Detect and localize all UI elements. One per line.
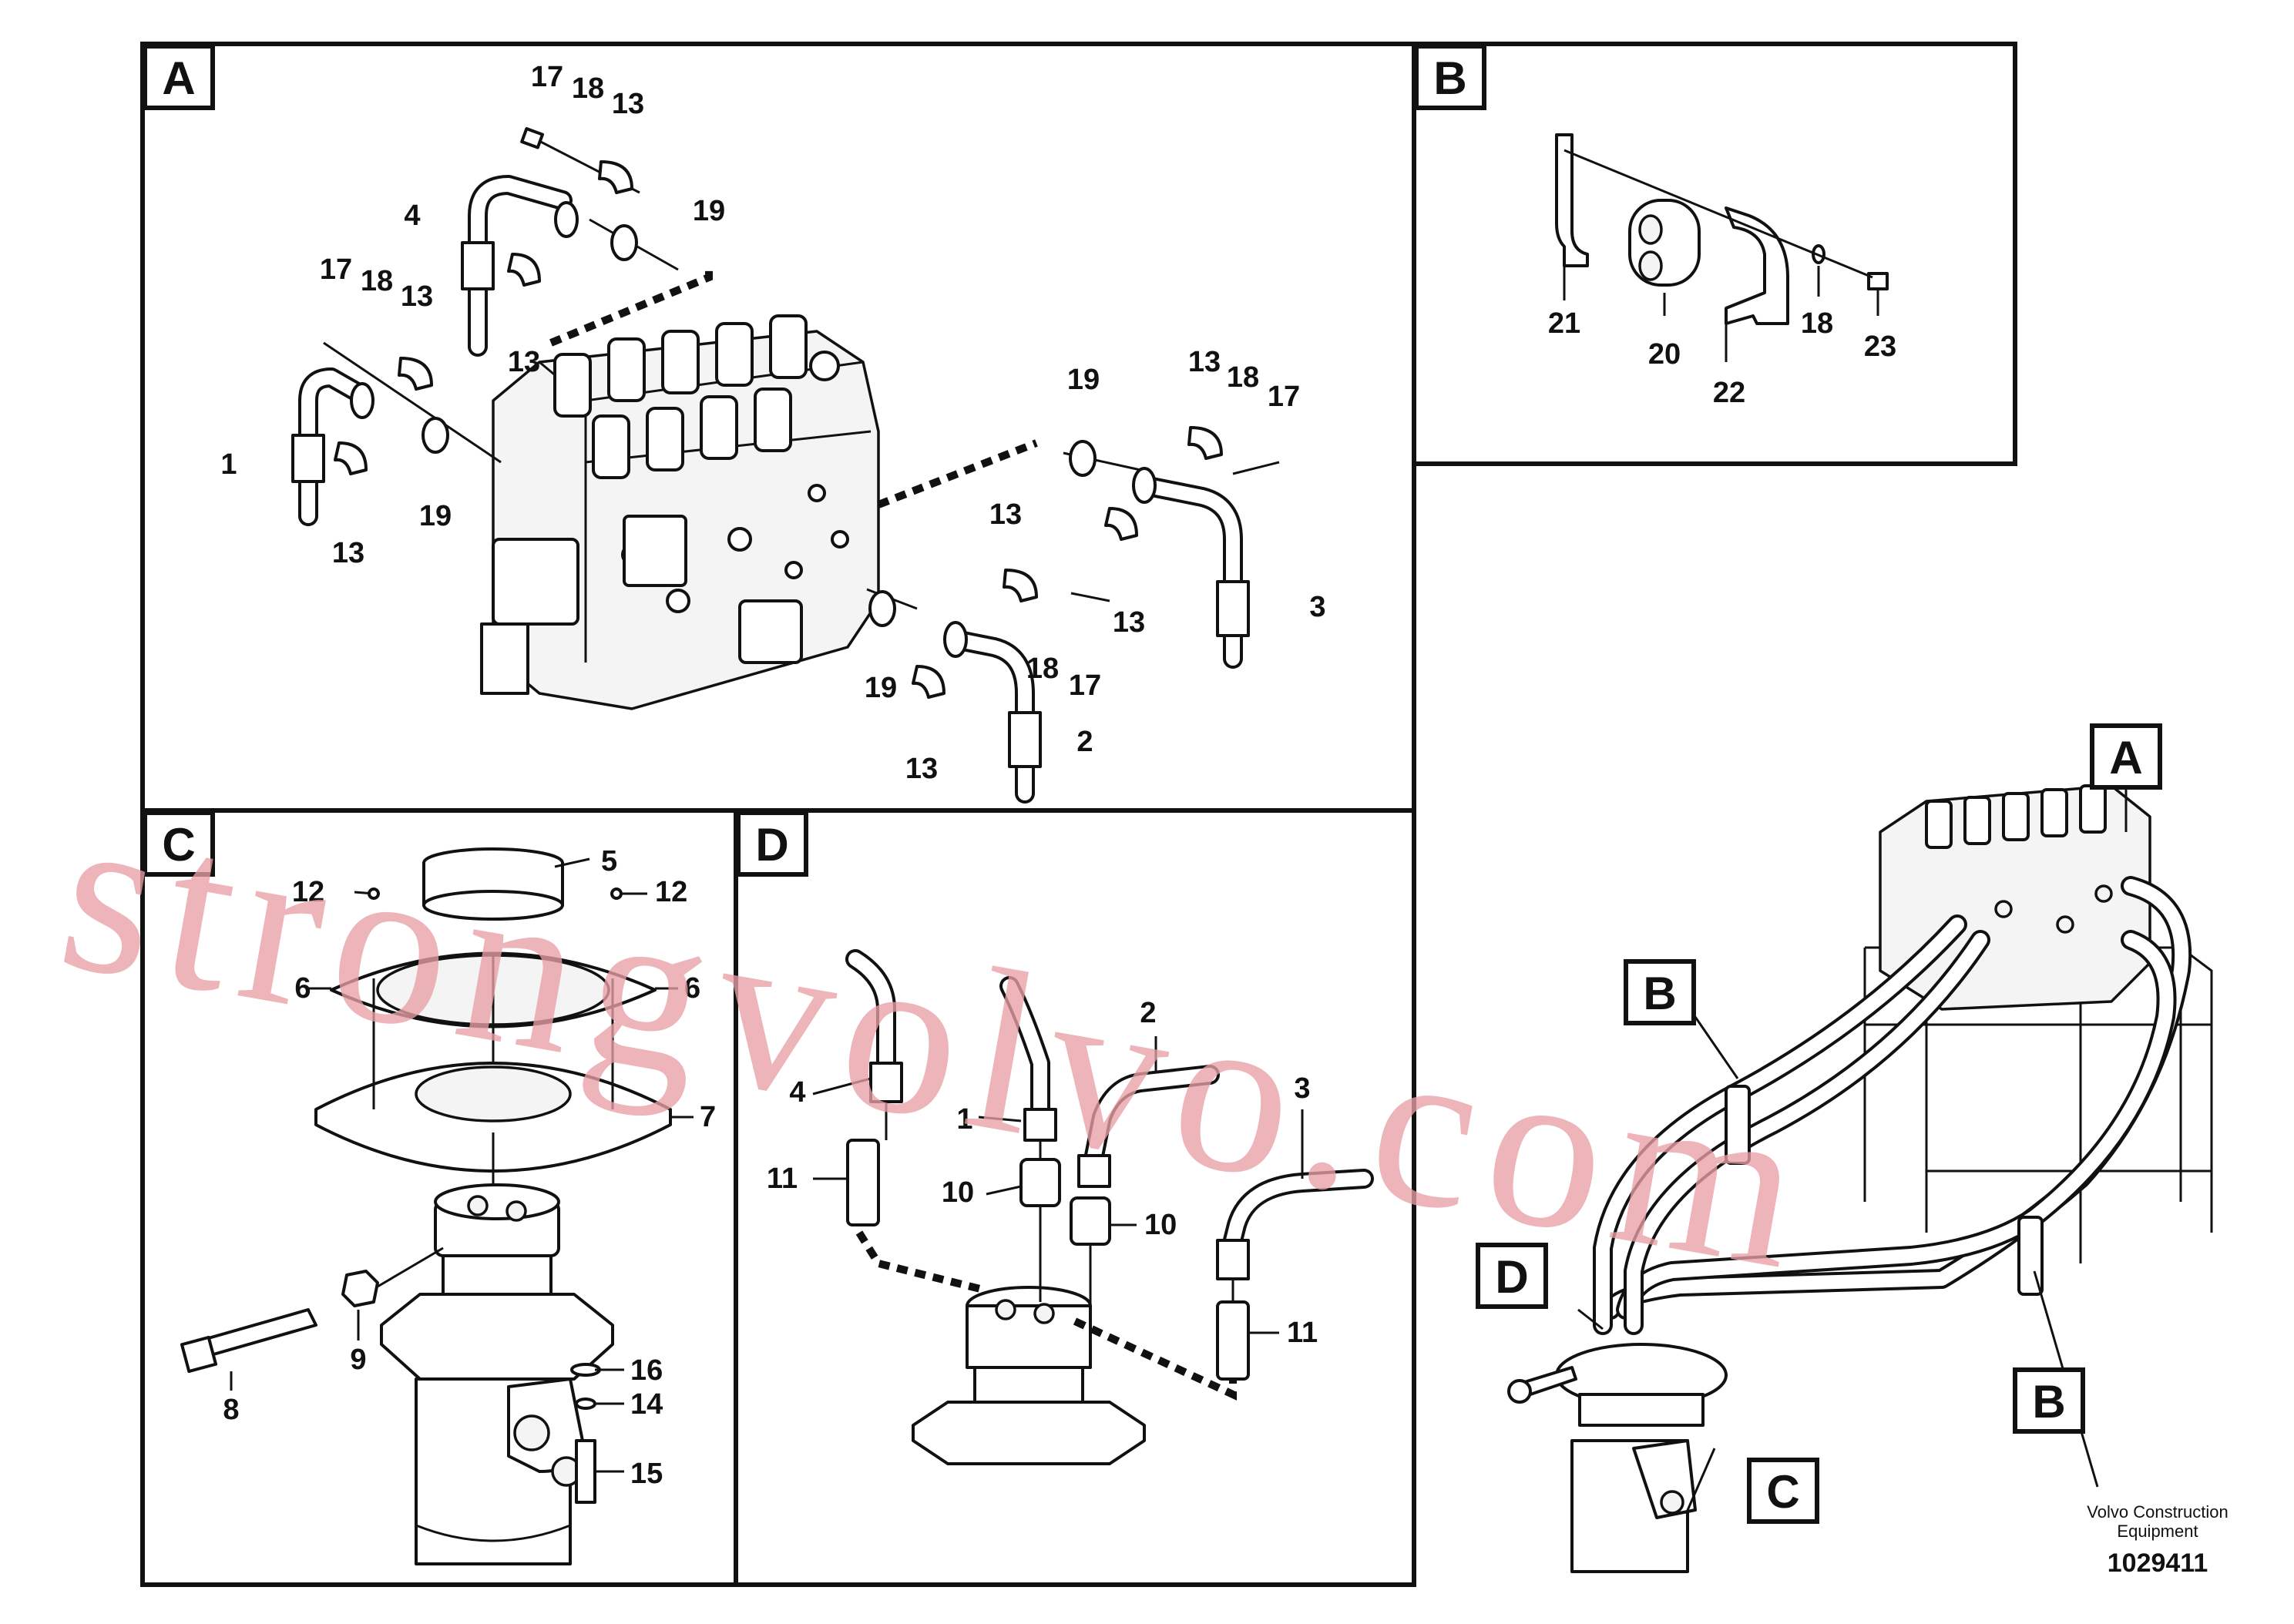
panel-d-drawing: 4 2 1 3 11 10 10 11 xyxy=(767,949,1374,1465)
callout-c-5: 5 xyxy=(601,845,617,877)
callout-a-18-lower: 18 xyxy=(1026,653,1059,685)
panel-b-callouts: 21 20 22 18 23 xyxy=(1548,307,1896,409)
callout-a-17-mid: 17 xyxy=(320,253,352,286)
callout-d-2: 2 xyxy=(1140,997,1156,1029)
callout-c-9: 9 xyxy=(350,1344,366,1376)
footer: Volvo Construction Equipment 1029411 xyxy=(2087,1502,2228,1578)
callout-c-16: 16 xyxy=(630,1354,663,1387)
swivel-top-d xyxy=(912,1286,1146,1465)
callout-c-14: 14 xyxy=(630,1388,663,1421)
callout-a-13-top: 13 xyxy=(612,88,644,120)
hose-3 xyxy=(1069,426,1250,669)
callout-d-4: 4 xyxy=(789,1076,805,1109)
drawing-number: 1029411 xyxy=(2108,1549,2208,1578)
callout-a-17-lower: 17 xyxy=(1069,669,1101,702)
panel-b-label: B xyxy=(1433,52,1466,104)
panel-c-label: C xyxy=(162,819,195,871)
overview-label-c: C xyxy=(1766,1466,1799,1518)
callout-a-13-left: 13 xyxy=(332,537,364,569)
adapter-10-right xyxy=(1070,1196,1111,1246)
callout-a-18-right: 18 xyxy=(1227,361,1259,394)
bolt-15 xyxy=(575,1439,596,1504)
callout-a-19-left: 19 xyxy=(419,500,452,532)
callout-d-10-right: 10 xyxy=(1144,1209,1177,1241)
callout-b-20: 20 xyxy=(1648,338,1681,371)
callout-d-10-left: 10 xyxy=(942,1176,974,1209)
watermark: strongvolvo.com xyxy=(45,760,1832,1320)
panel-d-frame xyxy=(734,808,1416,1587)
callout-a-19-top: 19 xyxy=(693,195,725,227)
callout-a-13-right: 13 xyxy=(1188,346,1221,378)
callout-a-17-top: 17 xyxy=(531,61,563,93)
footer-company: Volvo Construction xyxy=(2087,1502,2228,1522)
overview-label-d: D xyxy=(1495,1251,1528,1303)
callout-a-13-bottom: 13 xyxy=(905,753,938,785)
washer-14 xyxy=(575,1398,596,1410)
panel-c-drawing: 5 12 12 6 6 7 8 9 16 14 15 xyxy=(180,845,716,1565)
callout-b-22: 22 xyxy=(1713,377,1745,409)
panel-b-drawing: 21 20 22 18 23 xyxy=(1548,133,1896,409)
hose-1 xyxy=(291,357,449,526)
panel-a-label: A xyxy=(162,52,195,104)
dash-right xyxy=(877,439,1038,508)
callout-c-7: 7 xyxy=(700,1101,716,1133)
callout-a-13-center: 13 xyxy=(989,498,1022,531)
panel-c-callouts: 5 12 12 6 6 7 8 9 16 14 15 xyxy=(223,845,716,1490)
callout-a-2: 2 xyxy=(1076,726,1093,758)
overview-label-b-upper: B xyxy=(1643,968,1676,1019)
bolt-8 xyxy=(199,1308,317,1357)
overview-label-a: A xyxy=(2109,732,2142,783)
adapter-11-right xyxy=(1216,1300,1250,1381)
overview-label-b-lower: B xyxy=(2032,1376,2065,1428)
callout-b-23: 23 xyxy=(1864,331,1896,363)
control-valve-block xyxy=(480,314,880,710)
overview-labels: A B B C D xyxy=(1476,723,2162,1524)
callout-a-3: 3 xyxy=(1309,591,1325,623)
callout-d-3: 3 xyxy=(1294,1072,1310,1105)
clamp-22 xyxy=(1725,206,1789,325)
panel-d-callouts: 4 2 1 3 11 10 10 11 xyxy=(767,997,1318,1349)
callout-c-6-left: 6 xyxy=(294,972,311,1005)
callout-a-19-right: 19 xyxy=(1067,364,1100,396)
dash-d-left xyxy=(855,1230,988,1294)
panel-letters: A B C D xyxy=(143,44,1486,877)
callout-a-13-lower-right: 13 xyxy=(1113,606,1145,639)
footer-company-line2: Equipment xyxy=(2117,1522,2198,1541)
overview-drawing: A B B C D xyxy=(1476,723,2213,1573)
dash-d-right xyxy=(1073,1317,1237,1401)
callout-d-11-right: 11 xyxy=(1287,1317,1318,1349)
callout-c-12-right: 12 xyxy=(655,876,687,908)
panel-a-drawing: 17 18 13 4 19 17 18 13 13 1 19 13 19 13 … xyxy=(220,61,1326,804)
callout-c-12-left: 12 xyxy=(292,876,324,908)
callout-d-11-left: 11 xyxy=(767,1163,798,1195)
callout-a-13-mid: 13 xyxy=(401,280,433,313)
clamp-plate-21 xyxy=(1555,133,1589,267)
callout-d-1: 1 xyxy=(956,1103,972,1136)
panel-b-frame xyxy=(1412,42,2017,466)
callout-a-18-top: 18 xyxy=(572,72,604,105)
callout-c-6-right: 6 xyxy=(684,972,700,1005)
callout-a-1: 1 xyxy=(220,448,237,481)
callout-a-18-mid: 18 xyxy=(361,265,393,297)
nut-9 xyxy=(341,1270,379,1307)
hose-4 xyxy=(461,127,638,357)
callout-c-15: 15 xyxy=(630,1458,663,1490)
callout-a-13-upper-clamp: 13 xyxy=(508,346,540,378)
callout-b-21: 21 xyxy=(1548,307,1580,340)
panel-a-callouts: 17 18 13 4 19 17 18 13 13 1 19 13 19 13 … xyxy=(220,61,1325,785)
callout-b-18: 18 xyxy=(1801,307,1833,340)
adapter-11-left xyxy=(846,1139,880,1226)
swivel-joint xyxy=(380,1183,614,1565)
panel-d-label: D xyxy=(755,819,788,871)
callout-a-17-right: 17 xyxy=(1268,381,1300,413)
callout-a-4: 4 xyxy=(404,200,420,232)
dash-upper xyxy=(549,266,713,347)
hose-2 xyxy=(868,569,1042,804)
callout-c-8: 8 xyxy=(223,1394,239,1426)
callout-a-19-lower: 19 xyxy=(865,672,897,704)
